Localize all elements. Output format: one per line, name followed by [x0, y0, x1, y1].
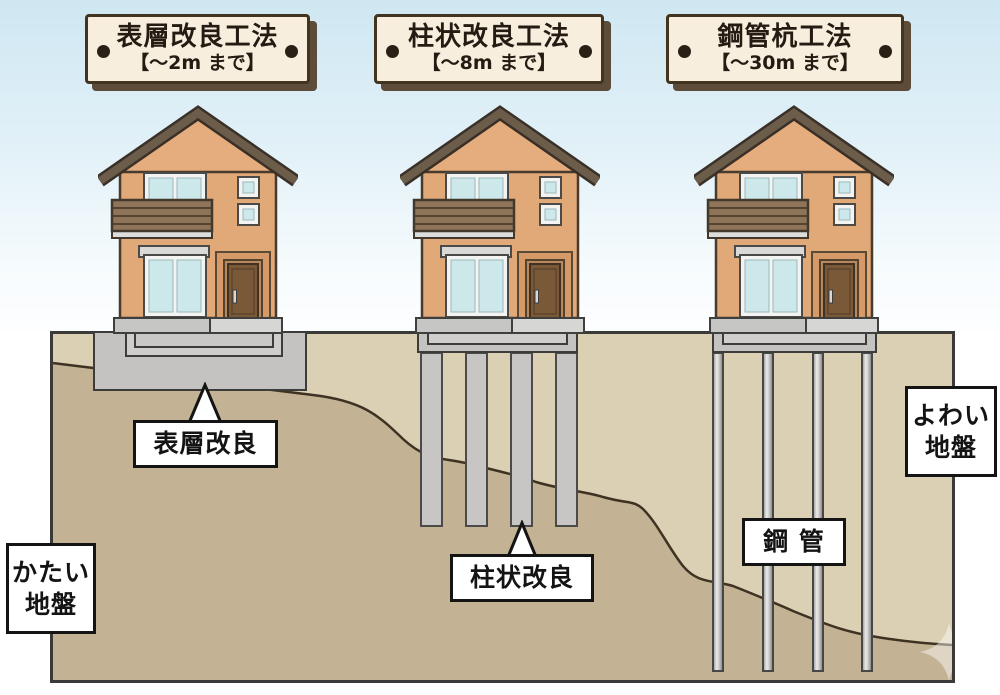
label-surface-improvement: 表層改良: [133, 420, 278, 468]
foundation-plinth: [415, 317, 585, 334]
lower-window: [734, 245, 806, 318]
house-illustration: [692, 105, 896, 334]
roof-icon: [399, 108, 601, 185]
roof-icon: [97, 108, 299, 185]
house-illustration: [96, 105, 300, 334]
nail-dot-icon: [97, 45, 110, 58]
label-steel-pipe: 鋼 管: [742, 518, 846, 566]
balcony: [412, 198, 516, 239]
sign-depth: 【～2m まで】: [130, 52, 265, 75]
lower-window: [138, 245, 210, 318]
roof-icon: [693, 108, 895, 185]
sign-columnar-method: 柱状改良工法 【～8m まで】: [374, 14, 604, 84]
sign-title: 表層改良工法: [116, 21, 279, 52]
nail-dot-icon: [678, 45, 691, 58]
house-surface-method: [96, 104, 300, 336]
small-window-bottom: [539, 203, 562, 226]
steel-pipe-1: [712, 352, 724, 672]
small-window-bottom: [237, 203, 260, 226]
columnar-pile-3: [510, 352, 533, 527]
entrance-door: [517, 251, 573, 319]
nail-dot-icon: [386, 45, 399, 58]
foundation-plinth: [709, 317, 879, 334]
entrance-door: [215, 251, 271, 319]
balcony: [110, 198, 214, 239]
house-columnar-method: [398, 104, 602, 336]
nail-dot-icon: [285, 45, 298, 58]
sign-surface-method: 表層改良工法 【～2m まで】: [85, 14, 310, 84]
steel-pipe-4: [861, 352, 873, 672]
sign-depth: 【～30m まで】: [711, 52, 859, 75]
soil-boundary-line: [53, 361, 952, 647]
sign-depth: 【～8m まで】: [421, 52, 557, 75]
foundation-plinth: [113, 317, 283, 334]
house-illustration: [398, 105, 602, 334]
steel-pipe-2: [762, 352, 774, 672]
small-window-top: [833, 176, 856, 199]
sparkle-decoration: [920, 623, 952, 680]
small-window-top: [237, 176, 260, 199]
callout-pointer-surface: [187, 382, 223, 424]
lower-window: [440, 245, 512, 318]
balcony: [706, 198, 810, 239]
label-columnar-improvement: 柱状改良: [450, 554, 594, 602]
small-window-top: [539, 176, 562, 199]
callout-pointer-columnar: [506, 520, 538, 558]
nail-dot-icon: [879, 45, 892, 58]
steel-pipe-3: [812, 352, 824, 672]
columnar-pile-4: [555, 352, 578, 527]
columnar-pile-1: [420, 352, 443, 527]
sign-title: 鋼管杭工法: [717, 21, 853, 52]
sign-steel-pipe-method: 鋼管杭工法 【～30m まで】: [666, 14, 904, 84]
entrance-door: [811, 251, 867, 319]
label-hard-ground: かたい 地盤: [6, 543, 96, 634]
house-steel-pipe-method: [692, 104, 896, 336]
sign-title: 柱状改良工法: [407, 21, 570, 52]
small-window-bottom: [833, 203, 856, 226]
nail-dot-icon: [579, 45, 592, 58]
columnar-pile-2: [465, 352, 488, 527]
label-weak-ground: よわい 地盤: [905, 386, 997, 477]
